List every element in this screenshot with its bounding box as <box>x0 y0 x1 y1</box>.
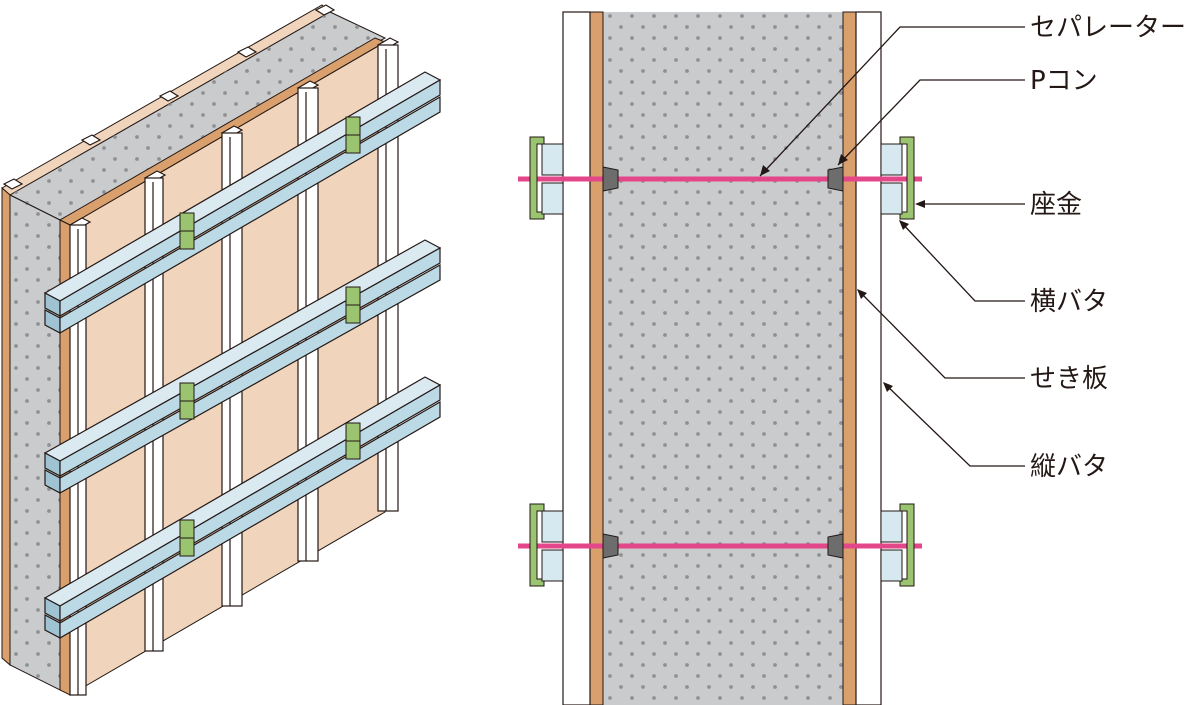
clamp-top-right <box>345 116 361 154</box>
horizontal-pipe-bottom-left-upper <box>541 510 564 543</box>
section-view <box>518 11 922 705</box>
separator-label: セパレーター <box>1030 13 1186 43</box>
p-cone-bottom-right <box>827 533 844 559</box>
p-cone-bottom-left <box>602 533 619 559</box>
horizontal-pipe-bottom-right-lower <box>880 549 903 582</box>
clamp-bottom-right <box>345 422 361 460</box>
horizontal-pipe-top-left-lower <box>541 182 564 215</box>
left-formwork-panel <box>589 11 604 705</box>
back-tie-ends <box>2 4 336 190</box>
horizontal-pipe-bottom-right-upper <box>880 510 903 543</box>
clamp-middle-left <box>179 382 195 420</box>
left-vertical-batten <box>562 11 591 705</box>
vertical-batten-arrowhead <box>883 382 893 392</box>
right-formwork-panel <box>842 11 857 705</box>
separator-leader <box>759 26 1025 177</box>
p-cone-label: Pコン <box>1030 66 1098 96</box>
horizontal-batten-leader <box>899 220 1025 302</box>
horizontal-pipe-bottom-left-lower <box>541 549 564 582</box>
separator-arrowhead <box>760 165 770 176</box>
washer-arrowhead <box>915 200 925 208</box>
vertical-batten-label: 縦バタ <box>1030 452 1108 482</box>
tie-assembly-bottom <box>518 503 922 587</box>
clamp-top-left <box>179 212 195 250</box>
formwork-panel-label: せき板 <box>1030 364 1108 394</box>
horizontal-batten-top <box>43 71 442 335</box>
horizontal-battens <box>43 71 442 640</box>
isometric-formwork-view <box>1 4 442 696</box>
washer-label: 座金 <box>1030 190 1082 220</box>
p-cone-top-right <box>827 166 844 192</box>
tie-assembly-top <box>518 136 922 220</box>
p-cone-leader <box>837 79 1025 166</box>
p-cone-top-left <box>602 166 619 192</box>
right-vertical-batten <box>855 11 882 705</box>
callouts <box>759 26 1025 467</box>
formwork-panel-leader <box>857 289 1025 379</box>
clamp-middle-right <box>345 286 361 324</box>
horizontal-batten-bottom <box>43 376 442 640</box>
horizontal-batten-middle <box>43 239 442 495</box>
horizontal-pipe-top-left-upper <box>541 143 564 176</box>
vertical-batten-leader <box>883 382 1025 467</box>
horizontal-batten-label: 横バタ <box>1030 287 1108 317</box>
clamp-bottom-left <box>179 519 195 557</box>
callout-labels: セパレーター Pコン 座金 横バタ せき板 縦バタ <box>1030 13 1186 482</box>
concrete-top-dots <box>10 12 385 220</box>
horizontal-batten-arrowhead <box>899 220 909 230</box>
formwork-panel-arrowhead <box>857 289 867 299</box>
p-cone-arrowhead <box>838 154 848 165</box>
clamps <box>179 116 361 557</box>
horizontal-pipe-top-right-lower <box>880 182 903 215</box>
back-panel-side-edge <box>1 186 11 667</box>
horizontal-pipe-top-right-upper <box>880 143 903 176</box>
concrete-core-dots <box>603 12 843 705</box>
